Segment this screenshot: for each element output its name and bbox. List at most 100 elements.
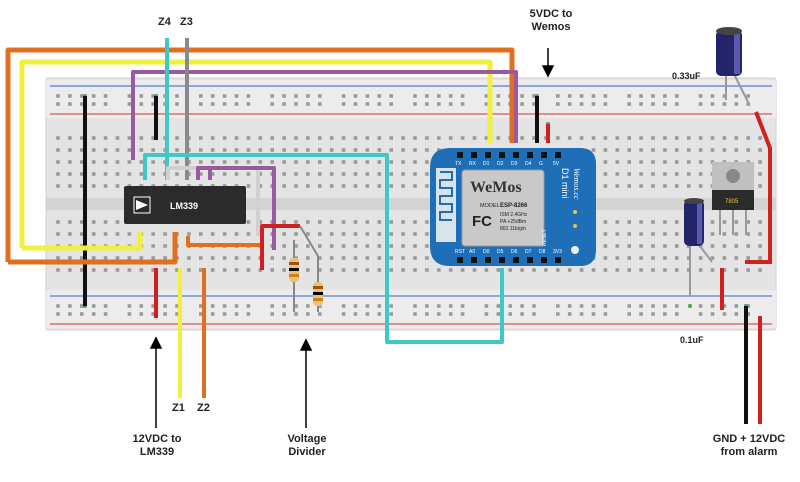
breadboard-hole bbox=[746, 148, 750, 152]
breadboard-hole bbox=[341, 312, 346, 316]
arrow-wemos-power bbox=[541, 48, 555, 78]
breadboard-hole bbox=[222, 312, 227, 316]
breadboard-hole bbox=[163, 268, 167, 272]
breadboard-hole bbox=[294, 136, 298, 140]
breadboard-hole bbox=[615, 136, 620, 140]
breadboard-hole bbox=[686, 148, 691, 152]
breadboard-hole bbox=[484, 94, 489, 98]
breadboard-hole bbox=[294, 256, 298, 260]
breadboard-hole bbox=[222, 268, 227, 272]
breadboard-hole bbox=[199, 94, 203, 98]
breadboard-hole bbox=[318, 102, 322, 106]
breadboard-hole bbox=[663, 102, 667, 106]
breadboard-hole bbox=[675, 312, 679, 316]
breadboard-hole bbox=[68, 136, 72, 140]
breadboard-hole bbox=[651, 102, 655, 106]
wemos-spec-2: PA +25dBm bbox=[500, 219, 526, 225]
breadboard-hole bbox=[663, 304, 667, 308]
breadboard-hole bbox=[722, 232, 727, 236]
wemos-pin bbox=[527, 257, 533, 263]
breadboard-hole bbox=[127, 136, 132, 140]
breadboard-hole bbox=[425, 136, 429, 140]
breadboard-hole bbox=[246, 102, 251, 106]
breadboard-hole bbox=[758, 184, 762, 188]
breadboard-hole bbox=[80, 232, 84, 236]
breadboard-hole bbox=[710, 102, 715, 106]
breadboard-hole bbox=[639, 304, 643, 308]
wemos-pin bbox=[513, 152, 519, 158]
breadboard-hole bbox=[139, 136, 144, 140]
cap-small-label: 0.1uF bbox=[680, 335, 704, 345]
breadboard-hole bbox=[425, 148, 429, 152]
breadboard-hole bbox=[615, 220, 620, 224]
breadboard-hole bbox=[603, 244, 608, 248]
breadboard-hole bbox=[425, 312, 429, 316]
breadboard-hole bbox=[734, 94, 739, 98]
breadboard-hole bbox=[413, 160, 417, 164]
wemos-model: ESP-8266 bbox=[500, 203, 528, 209]
breadboard-hole bbox=[175, 312, 179, 316]
breadboard-hole bbox=[615, 232, 620, 236]
breadboard-hole bbox=[532, 312, 536, 316]
breadboard-hole bbox=[532, 94, 536, 98]
breadboard-hole bbox=[353, 232, 358, 236]
breadboard-hole bbox=[639, 148, 643, 152]
breadboard-hole bbox=[556, 136, 560, 140]
breadboard-hole bbox=[675, 94, 679, 98]
breadboard-hole bbox=[472, 136, 477, 140]
breadboard-hole bbox=[413, 268, 417, 272]
breadboard-hole bbox=[175, 94, 179, 98]
breadboard-hole bbox=[329, 184, 334, 188]
breadboard-hole bbox=[365, 304, 370, 308]
breadboard-hole bbox=[127, 256, 132, 260]
breadboard-hole bbox=[199, 172, 203, 176]
wemos-power-label: 5VDC to Wemos bbox=[516, 8, 586, 34]
breadboard-hole bbox=[615, 172, 620, 176]
breadboard-hole bbox=[651, 172, 655, 176]
breadboard-hole bbox=[603, 220, 608, 224]
breadboard-hole bbox=[151, 256, 155, 260]
wemos-brand: WeMos bbox=[470, 179, 522, 196]
breadboard-hole bbox=[210, 268, 215, 272]
breadboard-hole bbox=[234, 268, 239, 272]
breadboard-hole bbox=[56, 172, 60, 176]
breadboard-hole bbox=[91, 172, 96, 176]
breadboard-hole bbox=[353, 256, 358, 260]
breadboard-hole bbox=[627, 268, 631, 272]
breadboard-hole bbox=[353, 220, 358, 224]
breadboard-hole bbox=[68, 94, 72, 98]
orange-wire-left bbox=[8, 232, 178, 265]
breadboard-hole bbox=[222, 102, 227, 106]
breadboard-hole bbox=[115, 256, 120, 260]
breadboard-hole bbox=[127, 232, 132, 236]
breadboard-hole bbox=[389, 220, 393, 224]
breadboard-hole bbox=[294, 94, 298, 98]
breadboard-hole bbox=[556, 268, 560, 272]
breadboard-hole bbox=[246, 220, 251, 224]
breadboard-hole bbox=[318, 172, 322, 176]
breadboard-hole bbox=[91, 220, 96, 224]
breadboard-hole bbox=[127, 160, 132, 164]
breadboard-hole bbox=[163, 256, 167, 260]
breadboard-hole bbox=[734, 220, 739, 224]
breadboard-hole bbox=[341, 304, 346, 308]
breadboard-hole bbox=[425, 256, 429, 260]
breadboard-hole bbox=[222, 256, 227, 260]
breadboard-hole bbox=[210, 102, 215, 106]
breadboard-hole bbox=[210, 304, 215, 308]
breadboard-hole bbox=[56, 220, 60, 224]
breadboard-hole bbox=[115, 220, 120, 224]
breadboard-hole bbox=[282, 220, 286, 224]
breadboard-hole bbox=[591, 102, 596, 106]
teal-wire-long bbox=[143, 153, 504, 344]
breadboard-hole bbox=[567, 268, 572, 272]
breadboard-hole bbox=[56, 148, 60, 152]
breadboard-hole bbox=[139, 94, 144, 98]
breadboard-hole bbox=[389, 94, 393, 98]
wemos-pin bbox=[457, 257, 463, 263]
breadboard-hole bbox=[425, 102, 429, 106]
breadboard-hole bbox=[222, 172, 227, 176]
wemos-pin bbox=[457, 152, 463, 158]
regulator-label: 7805 bbox=[725, 199, 739, 205]
